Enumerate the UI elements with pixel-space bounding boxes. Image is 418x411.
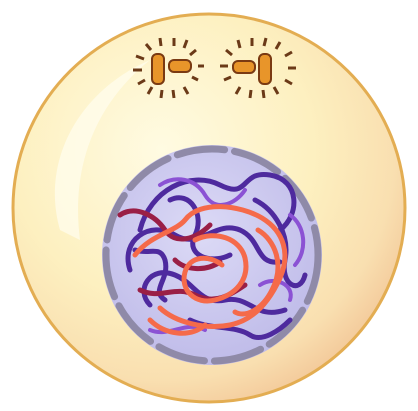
centriole-vertical-right bbox=[259, 54, 271, 84]
centriole-horizontal-right bbox=[233, 61, 255, 73]
centriole-vertical-left bbox=[152, 54, 164, 84]
centriole-horizontal-left bbox=[169, 60, 191, 72]
